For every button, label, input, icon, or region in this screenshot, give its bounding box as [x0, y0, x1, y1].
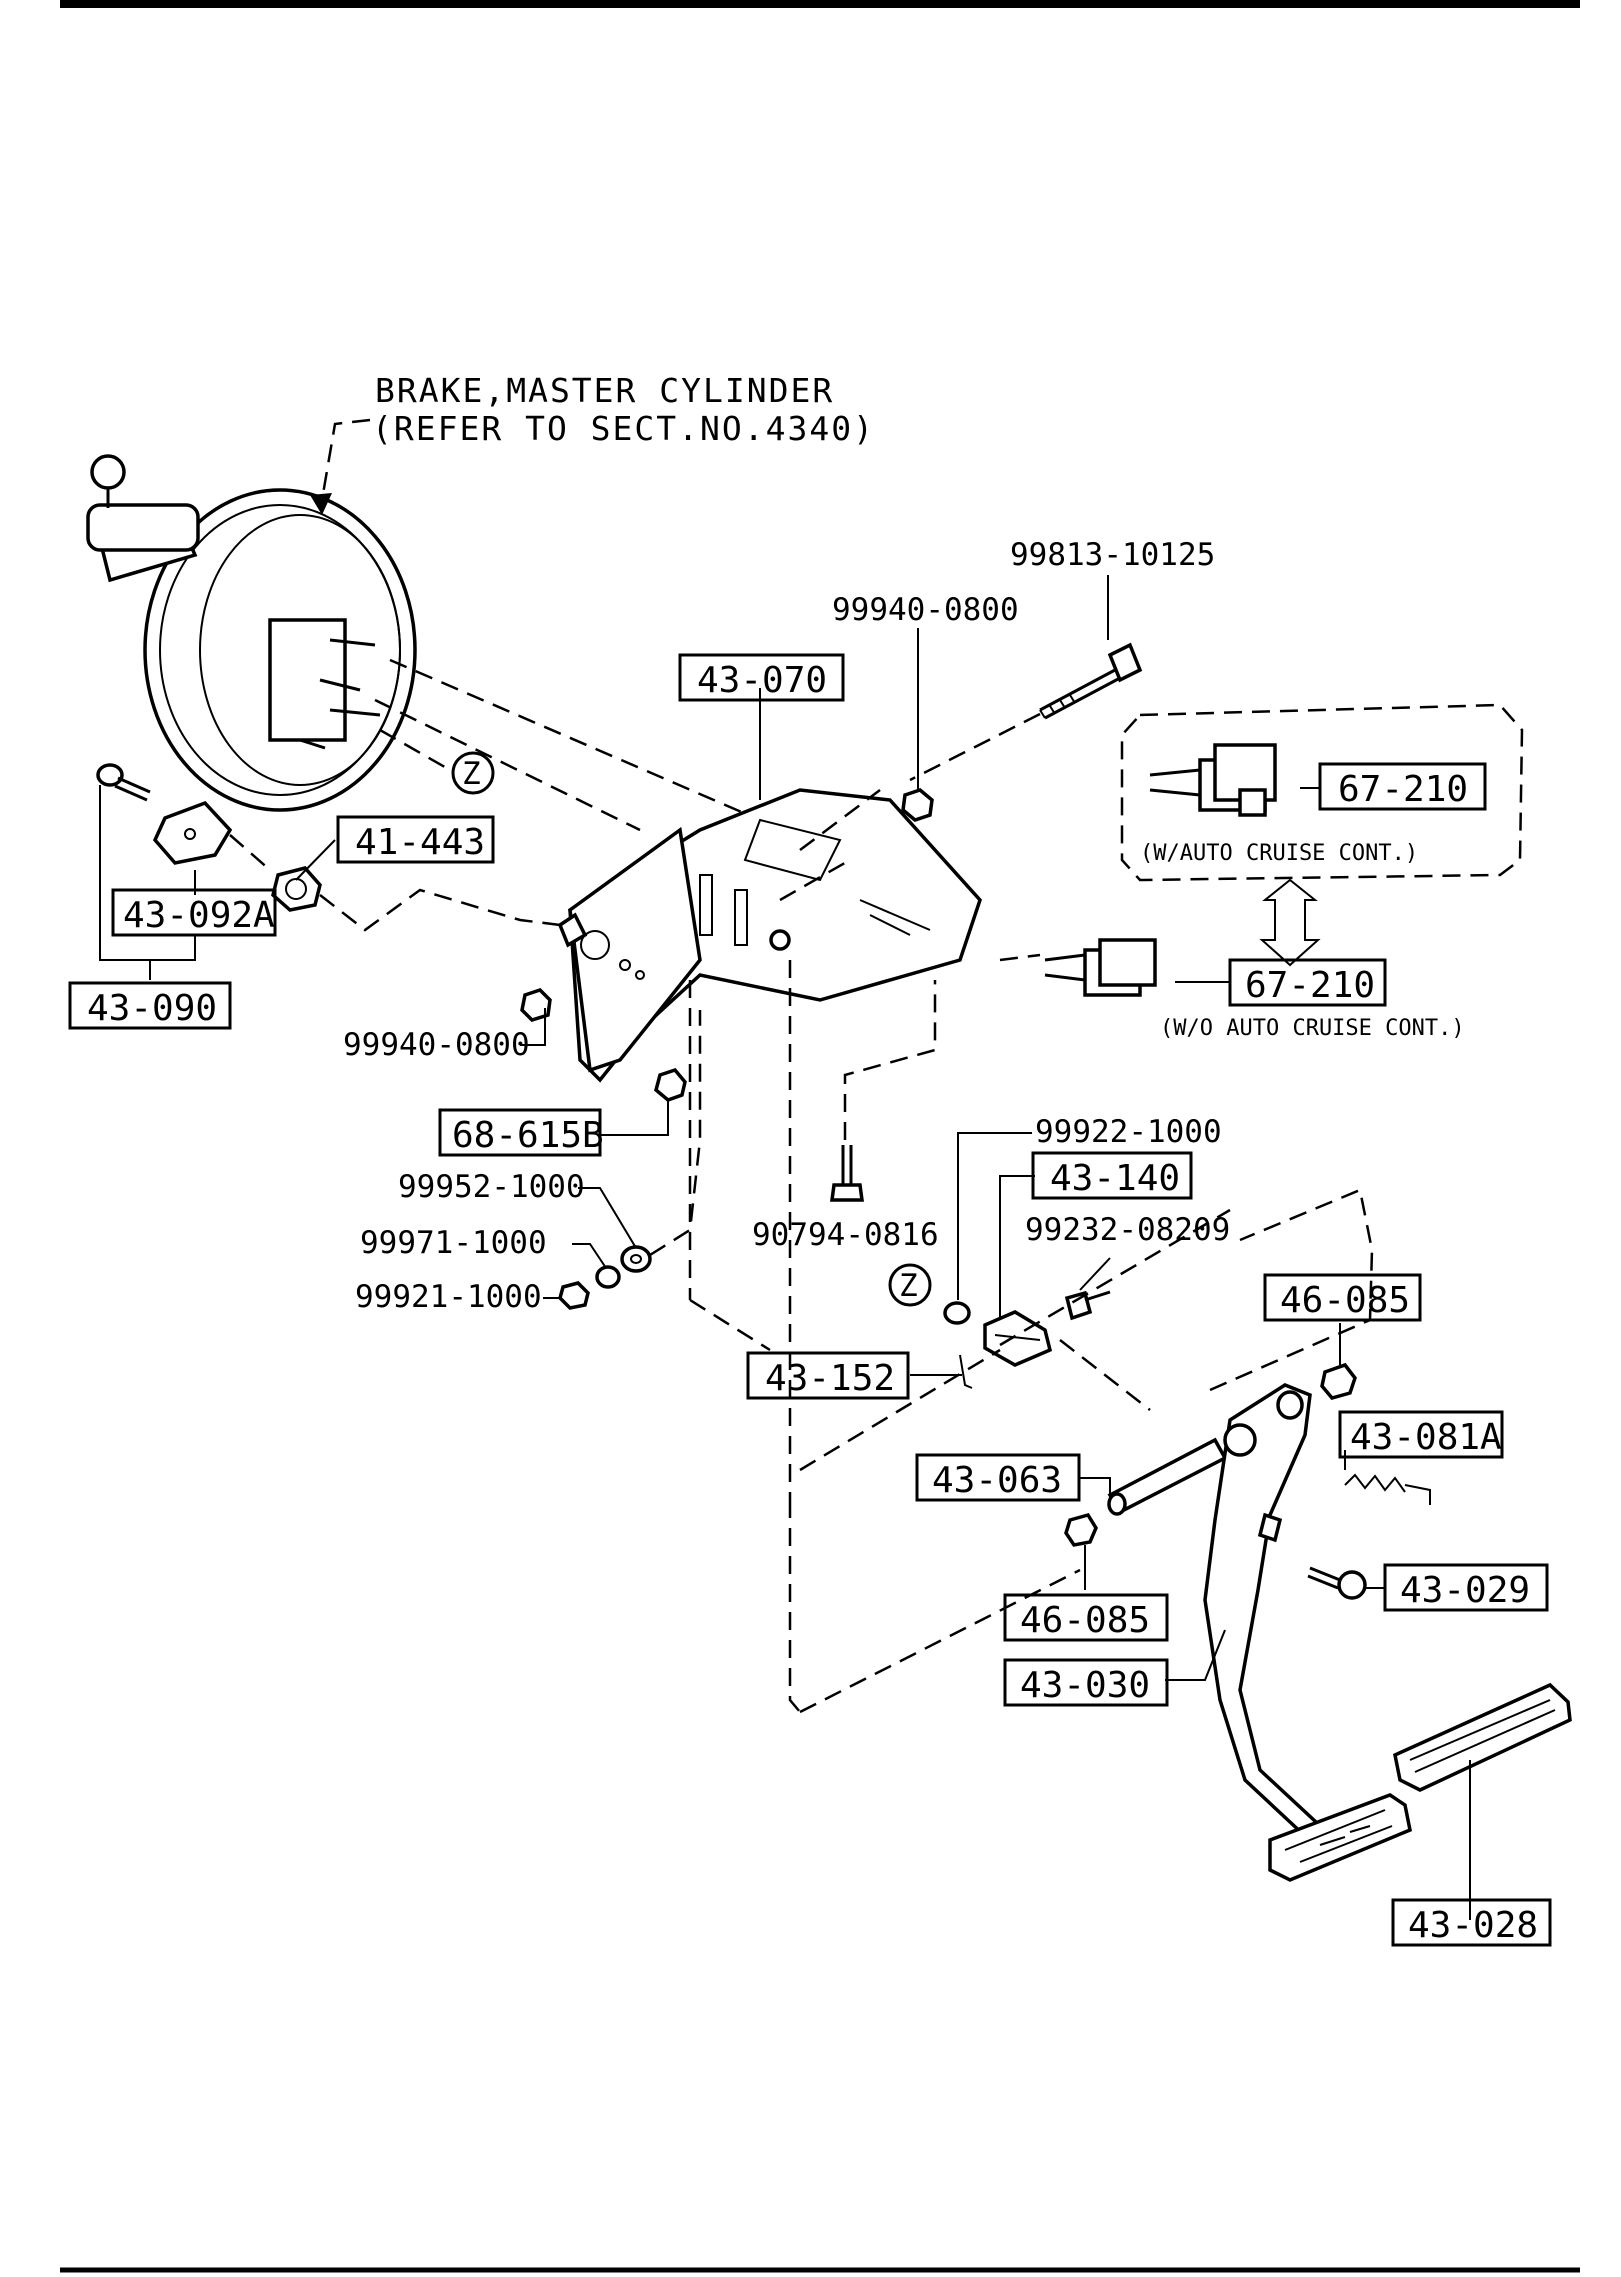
lower-switch-dashes: [999, 953, 1041, 962]
label-43-063: 43-063: [932, 1460, 1062, 1501]
gasket-41-443-drawing: [271, 866, 322, 912]
bolt-90794-drawing: [830, 1145, 864, 1202]
bracket-dashed-envelope: [688, 789, 881, 1500]
label-43-029: 43-029: [1400, 1570, 1530, 1611]
boxed-label-46-085-top: 46-085: [1263, 1273, 1422, 1322]
label-46-085-bottom: 46-085: [1020, 1600, 1150, 1641]
bolt-99813-drawing: [1039, 642, 1143, 720]
bolt-dashed-path: [909, 712, 1041, 782]
bushing-46-085-bottom-drawing: [1064, 1512, 1098, 1547]
boxed-label-67-210-upper: 67-210: [1318, 762, 1487, 811]
label-90794-0816: 90794-0816: [752, 1217, 939, 1253]
cruise-switch-dashed-box: [1120, 703, 1524, 882]
switch-swap-arrow: [1259, 878, 1321, 967]
boxed-label-67-210-lower: 67-210: [1228, 958, 1387, 1007]
pin-99232-drawing: [1064, 1290, 1111, 1321]
z-reference-upper: Z: [462, 756, 481, 792]
pedal-pad-mount-drawing: [1268, 1793, 1412, 1882]
label-99952-1000: 99952-1000: [398, 1169, 585, 1205]
label-43-092A: 43-092A: [123, 895, 275, 936]
clip-43-152-drawing: [959, 1354, 973, 1389]
pedal-bracket-dashes: [799, 1208, 1231, 1472]
bushing-43-063-drawing: [1107, 1437, 1228, 1516]
master-cylinder-label-line1: BRAKE,MASTER CYLINDER: [375, 371, 834, 410]
label-99232-08209: 99232-08209: [1025, 1212, 1230, 1248]
brake-booster-drawing: [86, 454, 417, 812]
label-43-081A: 43-081A: [1350, 1417, 1502, 1458]
label-43-140: 43-140: [1050, 1158, 1180, 1199]
label-43-152: 43-152: [765, 1358, 895, 1399]
boxed-label-43-092A: 43-092A: [111, 888, 277, 937]
boxed-label-43-140: 43-140: [1031, 1151, 1193, 1200]
master-cylinder-leader: [320, 418, 371, 501]
nut-99940-top-drawing: [901, 788, 934, 822]
label-99922-1000: 99922-1000: [1035, 1114, 1222, 1150]
z-reference-lower: Z: [899, 1268, 918, 1304]
boxed-label-43-030: 43-030: [1003, 1658, 1169, 1707]
master-cylinder-label-line2: (REFER TO SECT.NO.4340): [372, 409, 875, 448]
boxed-label-43-063: 43-063: [915, 1453, 1081, 1502]
spring-43-081A-drawing: [1344, 1473, 1431, 1505]
label-43-030: 43-030: [1020, 1665, 1150, 1706]
label-43-028: 43-028: [1408, 1905, 1538, 1946]
label-67-210-upper: 67-210: [1338, 769, 1468, 810]
pedal-bracket-drawing: [557, 788, 982, 1083]
boxed-label-68-615B: 68-615B: [438, 1108, 604, 1157]
boxed-label-43-081A: 43-081A: [1338, 1410, 1504, 1459]
bolt-43-029-drawing: [1307, 1566, 1367, 1600]
label-43-090: 43-090: [87, 988, 217, 1029]
z-reference-circle-lower: [888, 1263, 932, 1307]
label-67-210-lower: 67-210: [1245, 965, 1375, 1006]
brake-pedal-arm-drawing: [1203, 1383, 1333, 1853]
clip-68-615B-drawing: [654, 1067, 687, 1102]
boxed-label-41-443: 41-443: [336, 815, 495, 864]
label-99940-0800-top: 99940-0800: [832, 592, 1019, 628]
label-68-615B: 68-615B: [452, 1115, 604, 1156]
label-46-085-top: 46-085: [1280, 1280, 1410, 1321]
nut-99940-left-drawing: [520, 987, 552, 1022]
booster-to-bracket-dashes: [374, 658, 761, 832]
boxed-label-43-152: 43-152: [746, 1351, 910, 1400]
boxed-label-43-029: 43-029: [1383, 1563, 1549, 1612]
bolt-90794-dashes: [843, 980, 937, 1140]
boxed-label-43-090: 43-090: [68, 981, 232, 1030]
bolt-43-090-drawing: [96, 763, 151, 802]
switch-67-210-upper-drawing: [1149, 743, 1277, 817]
boxed-label-46-085-bottom: 46-085: [1003, 1593, 1169, 1642]
label-43-070: 43-070: [697, 660, 827, 701]
switch-67-210-lower-drawing: [1044, 938, 1157, 997]
label-41-443: 41-443: [355, 822, 485, 863]
leader-arrowhead: [310, 493, 332, 515]
label-99813-10125: 99813-10125: [1010, 537, 1215, 573]
boxed-label-43-028: 43-028: [1391, 1898, 1552, 1947]
z-reference-circle-upper: [451, 751, 495, 795]
label-w-auto-cruise: (W/AUTO CRUISE CONT.): [1140, 841, 1418, 866]
label-99971-1000: 99971-1000: [360, 1225, 547, 1261]
boxed-label-43-070: 43-070: [678, 653, 845, 702]
washer-stack-drawing: [558, 1245, 652, 1310]
leader-lines: [99, 575, 1471, 1920]
pedal-pad-43-028-drawing: [1393, 1682, 1572, 1792]
label-99921-1000: 99921-1000: [355, 1279, 542, 1315]
pedal-dashed-envelope: [788, 1188, 1374, 1714]
label-99940-0800-left: 99940-0800: [343, 1027, 530, 1063]
washer-dashed-path: [649, 1010, 702, 1257]
label-wo-auto-cruise: (W/O AUTO CRUISE CONT.): [1160, 1016, 1465, 1041]
gasket-dashed-path: [229, 834, 561, 932]
bushing-46-085-top-drawing: [1320, 1362, 1357, 1400]
plate-43-092A-drawing: [152, 800, 233, 865]
